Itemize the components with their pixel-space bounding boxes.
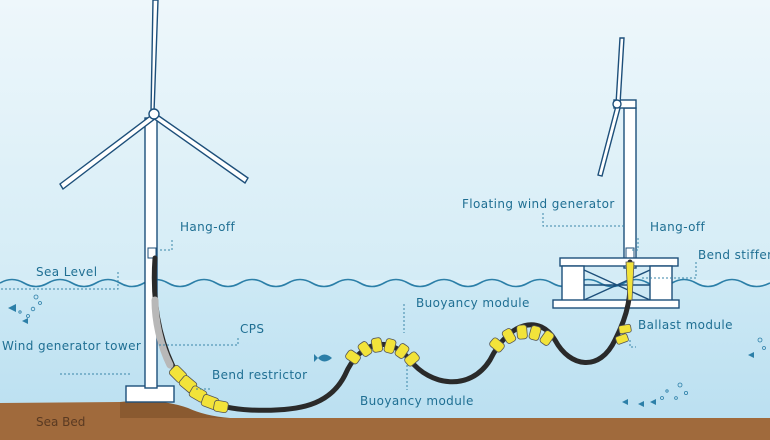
sea-level-line <box>0 278 770 288</box>
hang-off-right-mark <box>625 247 635 259</box>
buoyancy-modules-1 <box>345 337 420 367</box>
platform-float-left <box>561 265 585 305</box>
label-bend-restrictor: Bend restrictor <box>212 368 308 382</box>
sea-bed-mound <box>120 400 230 418</box>
ballast-modules <box>615 323 632 345</box>
hub-right <box>612 99 622 109</box>
floating-tower-shaft <box>623 107 637 269</box>
label-hang-off-left: Hang-off <box>180 220 236 234</box>
label-cps: CPS <box>240 322 264 336</box>
buoyancy-modules-2 <box>489 324 555 353</box>
decorative-bubbles-right <box>660 337 766 400</box>
platform-bracing <box>583 269 651 301</box>
label-sea-level: Sea Level <box>36 265 97 279</box>
leader-floating-wind-generator <box>542 213 625 227</box>
hub-left <box>148 108 160 120</box>
label-wind-generator-tower: Wind generator tower <box>2 339 141 353</box>
label-sea-bed: Sea Bed <box>36 415 85 429</box>
hang-off-left-mark <box>147 247 157 259</box>
fish-icon <box>8 304 754 407</box>
platform-base <box>552 299 680 309</box>
platform-deck <box>559 257 679 267</box>
label-hang-off-right: Hang-off <box>650 220 706 234</box>
decorative-bubbles-left <box>18 294 42 318</box>
leader-hang-off-left <box>160 238 173 251</box>
leader-hang-off-right <box>632 238 639 251</box>
platform-float-right <box>649 265 673 305</box>
sea-water <box>0 279 770 440</box>
sky <box>0 0 770 280</box>
tower-shaft <box>144 117 158 389</box>
cps-sleeve <box>151 296 174 369</box>
bend-stiffener <box>625 261 635 301</box>
label-ballast-module: Ballast module <box>638 318 733 332</box>
label-buoyancy-module-bottom: Buoyancy module <box>360 394 474 408</box>
bend-restrictor <box>168 364 229 414</box>
leader-bend-stiffener <box>640 262 697 279</box>
label-floating-wind-generator: Floating wind generator <box>462 197 615 211</box>
label-buoyancy-module-top: Buoyancy module <box>416 296 530 310</box>
label-bend-stiffener: Bend stiffener <box>698 248 770 262</box>
